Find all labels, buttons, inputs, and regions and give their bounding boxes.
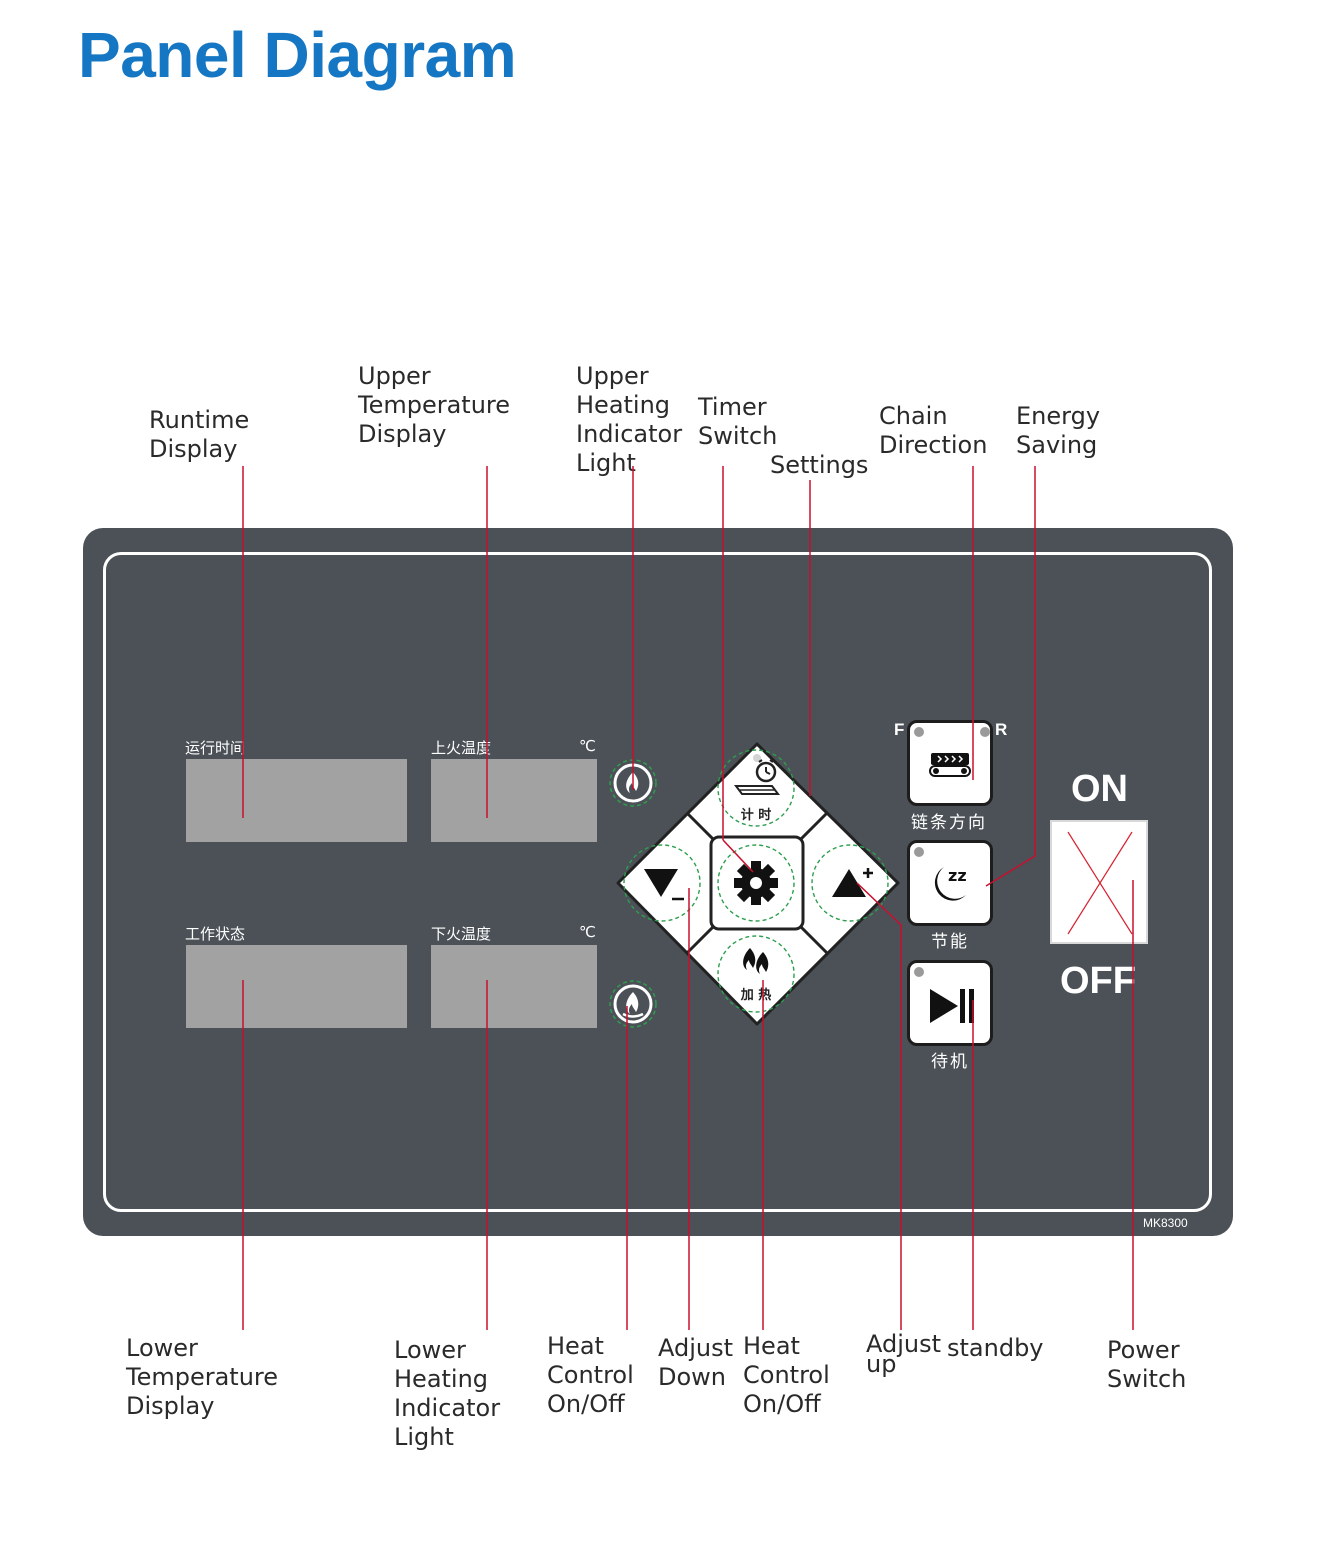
upper-temp-unit: ℃ (579, 737, 596, 755)
chain-reverse-led (980, 727, 990, 737)
flame-icon (743, 948, 769, 974)
leader-energy-saving (985, 466, 1036, 887)
energy-saving-button[interactable]: zz (907, 840, 993, 926)
control-panel: 运行时间 上火温度 ℃ 工作状态 下火温度 ℃ (83, 528, 1233, 1236)
chain-direction-label: 链条方向 (911, 813, 987, 833)
leader-settings (722, 839, 754, 873)
callout-chain-direction: Chain Direction (879, 402, 988, 459)
timer-label: 计 时 (741, 807, 772, 823)
callout-heat-control-on-off-right: Heat Control On/Off (743, 1332, 830, 1418)
lower-temp-label: 下火温度 (431, 925, 492, 943)
timer-button[interactable]: 计 时 (714, 744, 798, 828)
lower-temp-unit: ℃ (579, 923, 596, 941)
power-on-label: ON (1071, 768, 1128, 810)
callout-energy-saving: Energy Saving (1016, 402, 1101, 459)
chain-reverse-label: R (995, 720, 1008, 739)
chain-forward-label: F (894, 720, 905, 739)
power-off-label: OFF (1060, 960, 1136, 1002)
callout-upper-heating-indicator-light: Upper Heating Indicator Light (576, 362, 683, 477)
page-title: Panel Diagram (78, 19, 517, 91)
flame-icon (626, 772, 639, 793)
callout-power-switch: Power Switch (1107, 1336, 1187, 1393)
standby-button[interactable] (907, 960, 993, 1046)
callout-settings: Settings (770, 451, 869, 479)
up-triangle-icon (832, 868, 873, 897)
lower-heating-indicator-light (609, 980, 657, 1028)
standby-led (914, 967, 924, 977)
callout-adjust-up: Adjust up (866, 1330, 942, 1378)
energy-saving-label: 节能 (931, 932, 969, 952)
power-switch-cross (1067, 831, 1133, 935)
settings-button[interactable] (714, 841, 798, 925)
play-pause-icon (930, 989, 974, 1023)
callout-upper-temperature-display: Upper Temperature Display (358, 362, 511, 448)
callout-standby: standby (947, 1334, 1044, 1362)
panel-frame (103, 552, 1212, 1212)
adjust-up-button[interactable] (808, 841, 892, 925)
upper-temperature-display (431, 759, 597, 842)
callout-adjust-down: Adjust Down (658, 1334, 734, 1391)
callout-timer-switch: Timer Switch (698, 393, 778, 450)
alarm-clock-icon (734, 759, 780, 795)
callout-runtime-display: Runtime Display (149, 406, 250, 463)
standby-label: 待机 (931, 1052, 969, 1072)
status-label: 工作状态 (185, 925, 246, 943)
status-display (186, 945, 407, 1028)
sleep-glyph: zz (948, 866, 967, 885)
down-triangle-icon (644, 869, 684, 901)
moon-sleep-icon: zz (934, 866, 967, 901)
chain-forward-led (914, 727, 924, 737)
leader-adjust-up (856, 882, 902, 1330)
model-number: MK8300 (1143, 1216, 1188, 1230)
callout-lower-heating-indicator-light: Lower Heating Indicator Light (394, 1336, 501, 1451)
chain-direction-button[interactable] (907, 720, 993, 806)
upper-temp-label: 上火温度 (431, 739, 492, 757)
gear-icon (734, 861, 778, 905)
power-switch[interactable] (1050, 820, 1148, 944)
lower-temperature-display (431, 945, 597, 1028)
energy-saving-led (914, 847, 924, 857)
runtime-display (186, 759, 407, 842)
runtime-label: 运行时间 (185, 739, 246, 757)
callout-heat-control-on-off-left: Heat Control On/Off (547, 1332, 634, 1418)
adjust-down-button[interactable] (620, 841, 704, 925)
flame-icon (622, 992, 644, 1018)
callout-lower-temperature-display: Lower Temperature Display (126, 1334, 279, 1420)
conveyor-icon (929, 753, 971, 777)
